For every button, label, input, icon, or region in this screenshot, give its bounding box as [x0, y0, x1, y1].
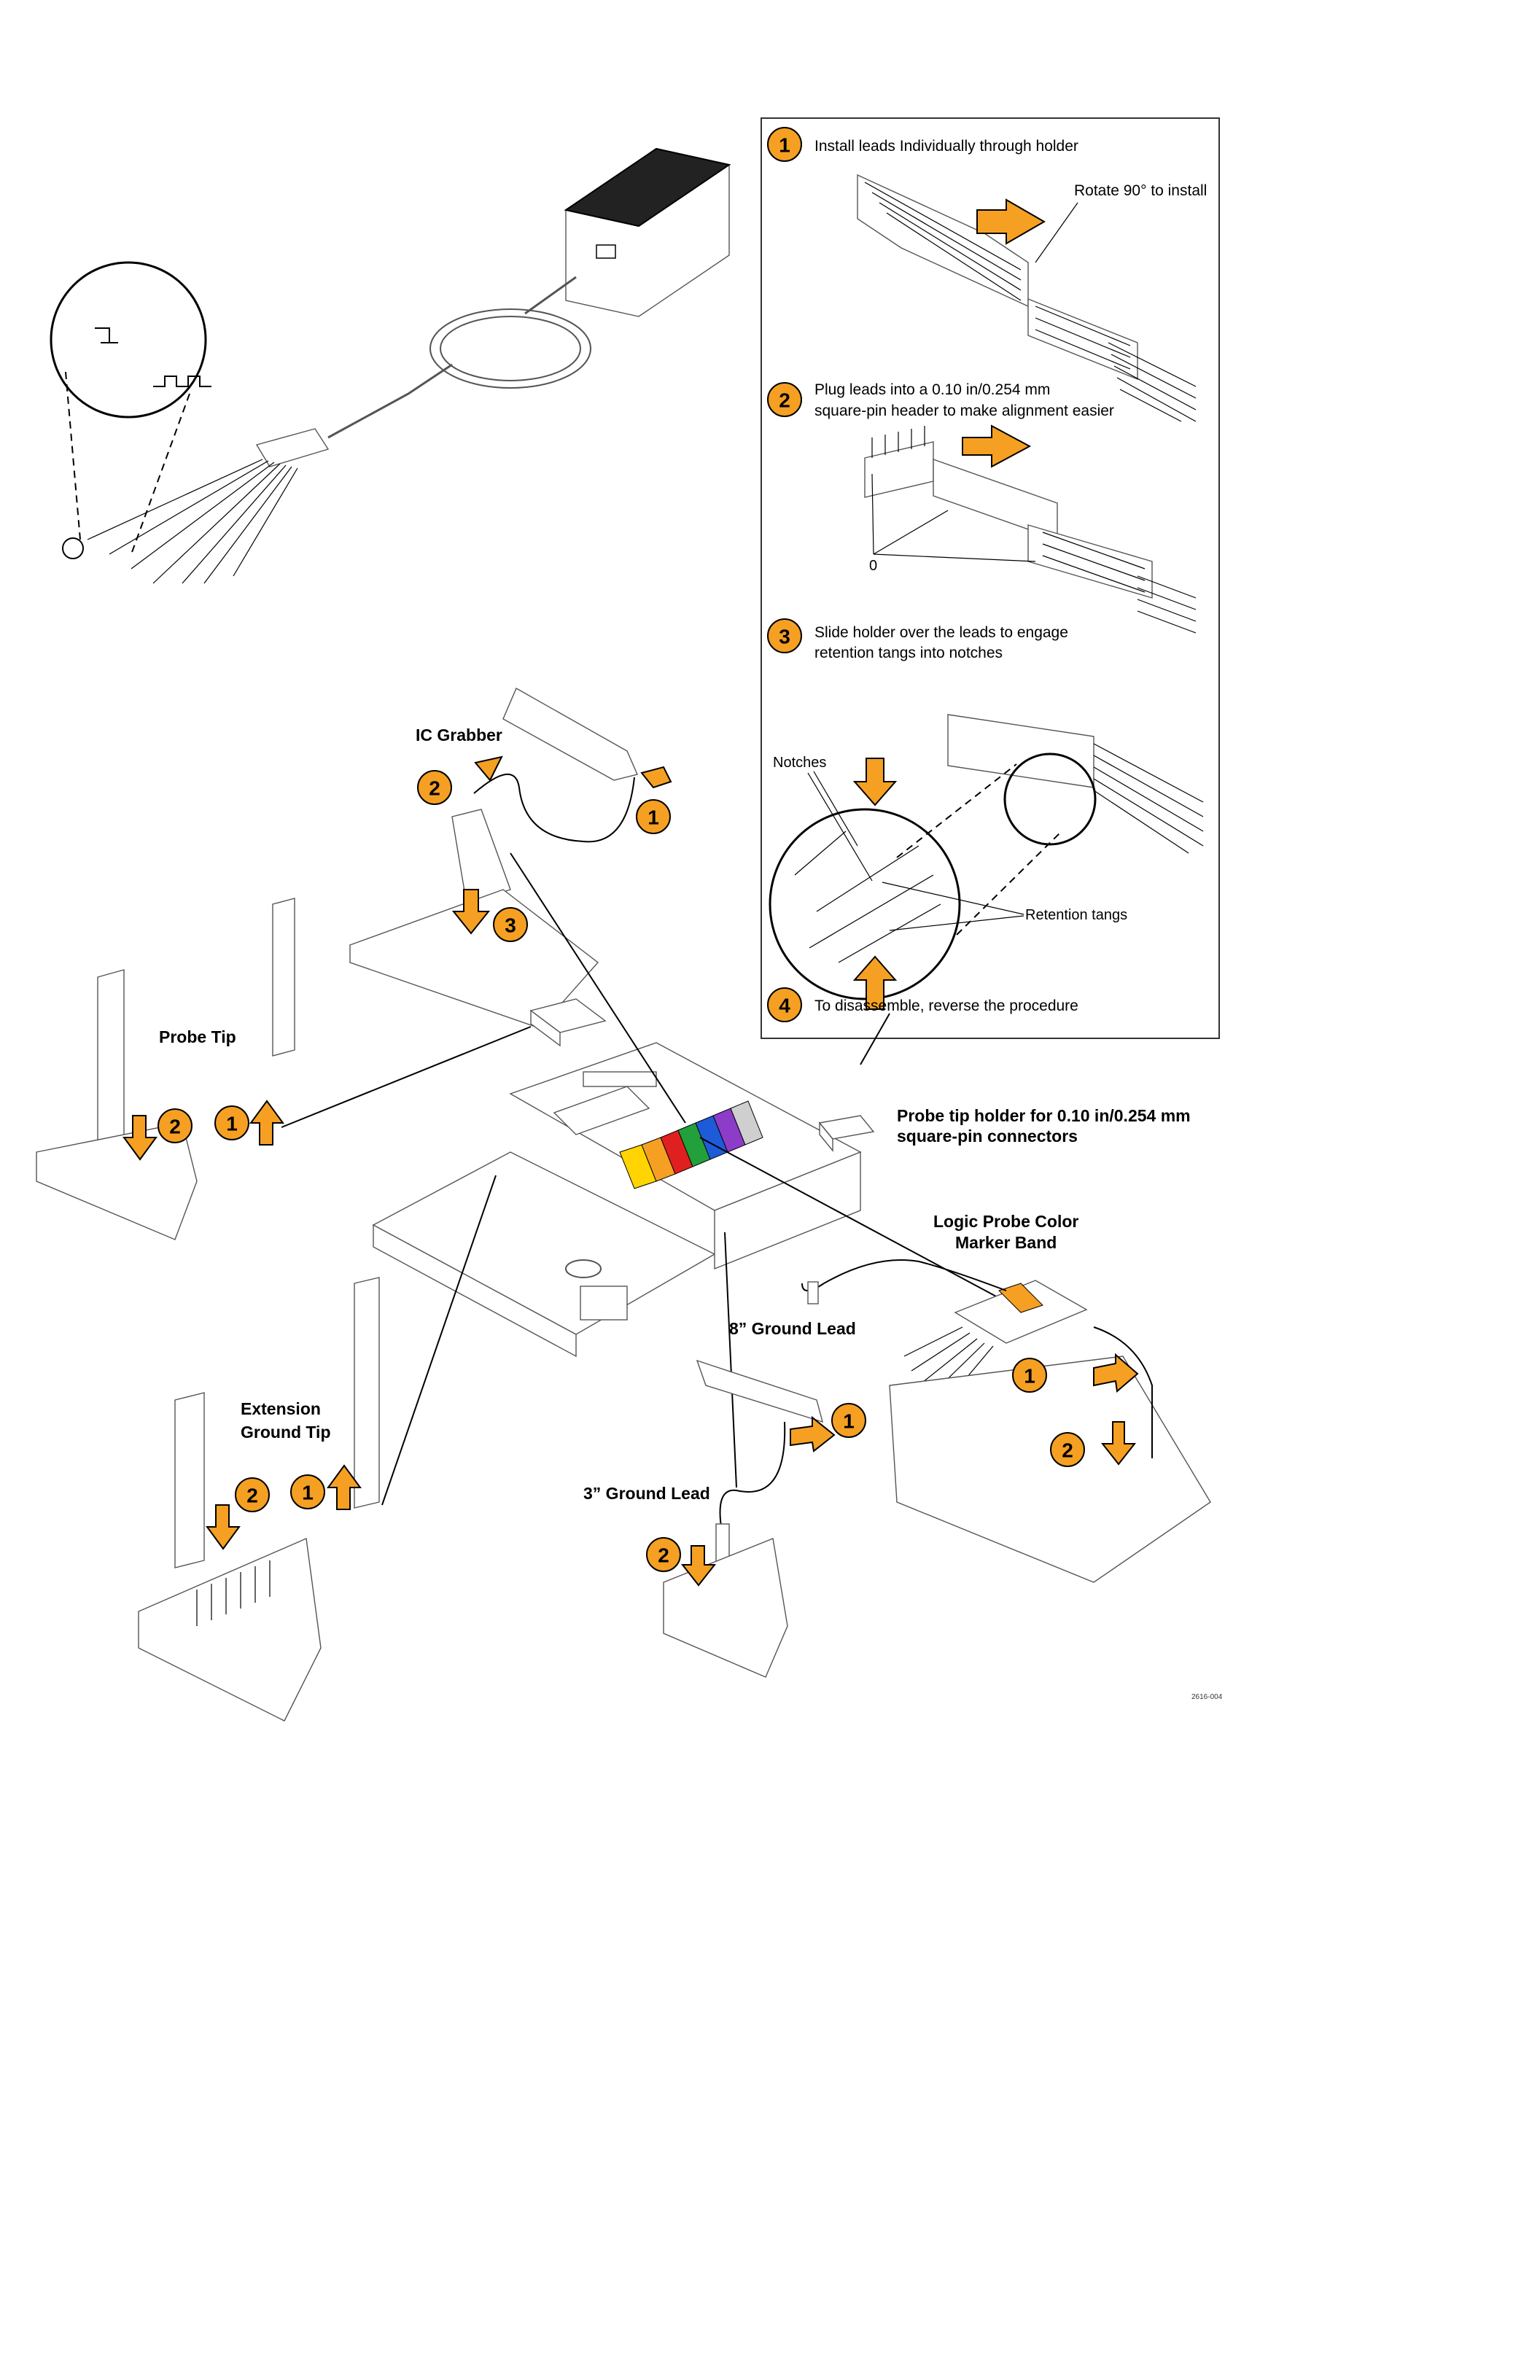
step-2-text-1: Plug leads into a 0.10 in/0.254 mm: [814, 381, 1050, 398]
probe-tip-label: Probe Tip: [159, 1027, 236, 1046]
ic-arrow-3: [451, 889, 491, 935]
svg-text:1: 1: [648, 806, 659, 829]
svg-text:2: 2: [658, 1544, 669, 1567]
panel-step-3: 3 Slide holder over the leads to engage …: [767, 618, 1204, 1010]
header-alignment-illustration: 0: [864, 424, 1197, 634]
ext-arrow-2: [206, 1504, 241, 1550]
cb-arrow-1: [1093, 1353, 1139, 1393]
ground-lead-3-label: 3” Ground Lead: [583, 1484, 710, 1503]
svg-text:1: 1: [779, 134, 790, 157]
ground-lead-8-label: 8” Ground Lead: [729, 1319, 856, 1338]
panel-step-4: 4 To disassemble, reverse the procedure: [767, 987, 1078, 1022]
pt-arrow-1: [249, 1100, 284, 1146]
pt-step-2-badge: [158, 1108, 192, 1143]
pt-arrow-2: [122, 1115, 158, 1161]
step-3-text-1: Slide holder over the leads to engage: [814, 624, 1068, 641]
leader-lines: [281, 852, 1000, 1506]
g8-arrow-1: [790, 1415, 836, 1452]
ic-step-2-badge: [417, 770, 452, 805]
ext-ground-tip-label-1: Extension: [241, 1399, 321, 1418]
step-3-text-2: retention tangs into notches: [814, 645, 1003, 661]
g3-arrow-2: [680, 1545, 717, 1587]
probe-cable: [327, 276, 591, 439]
holder-install-illustration: [857, 174, 1197, 422]
cb-step-2-badge: [1050, 1432, 1085, 1467]
svg-text:1: 1: [302, 1482, 314, 1504]
svg-text:3: 3: [779, 626, 790, 648]
disassemble-arrow: [852, 955, 898, 1010]
svg-text:1: 1: [843, 1410, 855, 1433]
cb-step-1-badge: [1012, 1358, 1047, 1393]
slide-arrow: [852, 758, 898, 806]
svg-text:2: 2: [779, 389, 790, 412]
probe-pod: [564, 147, 731, 317]
insert-arrow: [976, 198, 1046, 245]
svg-text:1: 1: [1024, 1365, 1035, 1388]
panel-step-2: 2 Plug leads into a 0.10 in/0.254 mm squ…: [767, 381, 1197, 634]
tip-detail-symbols: [95, 327, 211, 387]
panel-step-1: 1 Install leads Individually through hol…: [767, 127, 1207, 422]
ext-arrow-1: [327, 1464, 362, 1510]
cb-arrow-2: [1100, 1421, 1137, 1466]
svg-text:3: 3: [505, 914, 516, 937]
probe-tip-illustration: [36, 898, 295, 1240]
detail-circle-large: [769, 808, 961, 1000]
extension-ground-tip-illustration: [138, 1277, 380, 1722]
svg-text:2: 2: [1062, 1439, 1073, 1462]
g8-step-1-badge: [831, 1403, 866, 1438]
tip-detail-circle: [50, 261, 207, 419]
svg-text:2: 2: [246, 1485, 258, 1507]
lead-set: [87, 428, 330, 584]
color-band-label-2: Marker Band: [955, 1233, 1057, 1252]
ground-lead-8-illustration: [801, 1259, 1007, 1304]
retention-tangs-label: Retention tangs: [1025, 907, 1127, 923]
accessory-case: [372, 1042, 862, 1358]
ic-grabber-label: IC Grabber: [416, 726, 502, 744]
ground-lead-3-illustration: [663, 1359, 824, 1678]
step-2-text-2: square-pin header to make alignment easi…: [814, 402, 1114, 419]
ext-step-2-badge: [235, 1477, 270, 1512]
holder-label-2: square-pin connectors: [897, 1127, 1078, 1146]
holder-label-1: Probe tip holder for 0.10 in/0.254 mm: [897, 1106, 1191, 1125]
rotate-note: Rotate 90° to install: [1074, 182, 1207, 199]
retention-illustration: Notches Retention tangs: [769, 714, 1204, 1010]
ic-arrow-2: [474, 755, 503, 782]
step-1-text: Install leads Individually through holde…: [814, 138, 1078, 155]
part-number: 2616-004: [1191, 1693, 1223, 1701]
color-band-label-1: Logic Probe Color: [933, 1212, 1078, 1231]
svg-text:2: 2: [429, 777, 440, 800]
detail-circle-small: [1003, 752, 1097, 846]
svg-text:1: 1: [226, 1113, 238, 1135]
probe-tip-holder-part: [818, 1115, 875, 1152]
step-4-badge: [767, 987, 802, 1022]
step-3-badge: [767, 618, 802, 653]
svg-text:2: 2: [169, 1116, 181, 1138]
step-2-badge: [767, 382, 802, 417]
case-accessory-tray: [529, 998, 607, 1047]
color-band-illustration: [889, 1280, 1211, 1583]
ext-ground-tip-label-2: Ground Tip: [241, 1423, 331, 1442]
ic-step-3-badge: [493, 907, 528, 942]
ic-grabber-illustration: [349, 688, 638, 1029]
ext-step-1-badge: [290, 1474, 325, 1509]
g3-step-2-badge: [646, 1537, 681, 1572]
pt-step-1-badge: [214, 1105, 249, 1140]
svg-text:4: 4: [779, 995, 790, 1017]
ic-step-1-badge: [636, 799, 671, 834]
plug-arrow: [962, 424, 1032, 468]
zero-mark: 0: [869, 558, 877, 574]
notches-label: Notches: [773, 755, 826, 771]
step-1-badge: [767, 127, 802, 162]
step-4-text: To disassemble, reverse the procedure: [814, 998, 1078, 1014]
ic-arrow-1: [640, 766, 672, 789]
